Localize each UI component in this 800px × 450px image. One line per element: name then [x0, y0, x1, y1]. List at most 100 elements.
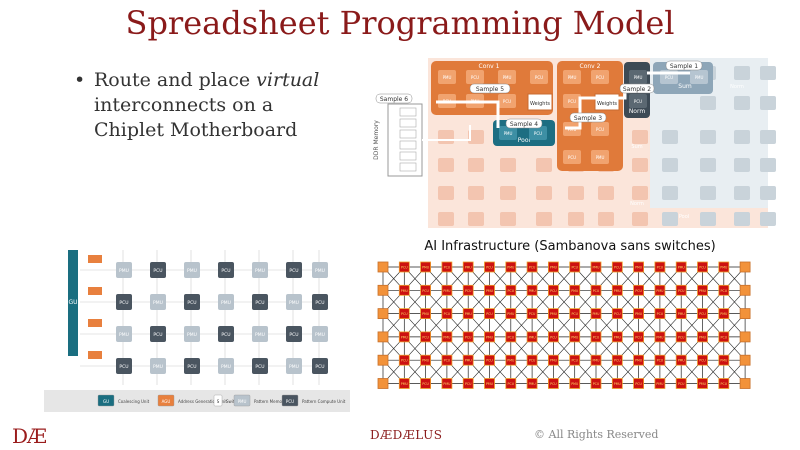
faded-norm-label: Norm — [730, 84, 744, 90]
faded-unit-cell — [760, 158, 776, 172]
unit-cell-label: PMU — [503, 75, 512, 80]
faded-unit-cell — [662, 158, 678, 172]
faded-unit-cell — [734, 212, 750, 226]
slide-title: Spreadsheet Programming Model — [125, 4, 675, 42]
faded-unit-cell — [760, 186, 776, 200]
weights-2-label: Weights — [597, 101, 617, 107]
unit-cell-label: PCU — [568, 155, 576, 160]
sample4-label: Sample 4 — [510, 121, 538, 128]
unit-cell-label: PCU — [634, 99, 642, 104]
unit-cell — [498, 70, 516, 84]
unit-cell-label: PCU — [534, 131, 542, 136]
footer-brand: DÆDÆLUS — [370, 428, 443, 442]
unit-cell-label: PMU — [634, 75, 643, 80]
bullet-dot: • — [74, 69, 86, 91]
unit-cell — [563, 150, 581, 164]
ddr-slot — [399, 151, 417, 161]
faded-unit-cell — [468, 212, 484, 226]
ddr-slot — [399, 118, 417, 128]
sample6-label: Sample 6 — [380, 96, 408, 103]
faded-pool-label: Pool — [679, 214, 689, 220]
route-sample5 — [436, 100, 500, 128]
faded-unit-cell — [468, 186, 484, 200]
unit-cell — [591, 122, 609, 136]
unit-cell — [529, 126, 547, 140]
faded-unit-cell — [438, 212, 454, 226]
sample2-label: Sample 2 — [623, 86, 651, 93]
bullet-emphasis: virtual — [256, 69, 320, 91]
bullet-line-3: Chiplet Motherboard — [94, 119, 298, 141]
faded-unit-cell — [700, 130, 716, 144]
faded-unit-cell — [662, 186, 678, 200]
faded-unit-cell — [700, 96, 716, 110]
unit-cell — [438, 70, 456, 84]
route-sample3 — [565, 90, 627, 130]
unit-cell-label: PMU — [596, 155, 605, 160]
unit-cell — [690, 70, 708, 84]
unit-cell-label: PCU — [665, 75, 673, 80]
unit-cell — [629, 94, 647, 108]
sample3-label: Sample 3 — [574, 115, 602, 122]
norm-label: Norm — [629, 108, 646, 115]
faded-unit-cell — [500, 158, 516, 172]
faded-unit-cell — [700, 158, 716, 172]
unit-cell-label: PCU — [471, 75, 479, 80]
unit-cell — [498, 94, 516, 108]
faded-unit-cell — [438, 186, 454, 200]
unit-cell — [530, 70, 548, 84]
bullet-line-1: Route and place — [94, 69, 257, 91]
unit-cell — [499, 126, 517, 140]
faded-unit-cell — [760, 66, 776, 80]
faded-unit-cell — [500, 186, 516, 200]
faded-unit-cell — [468, 130, 484, 144]
faded-unit-cell — [632, 158, 648, 172]
unit-cell-label: PMU — [504, 131, 513, 136]
unit-cell — [629, 70, 647, 84]
unit-cell — [466, 70, 484, 84]
faded-unit-cell — [468, 158, 484, 172]
sample2-pill — [619, 83, 655, 94]
unit-cell-label: PCU — [568, 99, 576, 104]
faded-unit-cell — [500, 212, 516, 226]
faded-unit-cell — [438, 130, 454, 144]
ddr-slot — [399, 129, 417, 139]
faded-unit-cell — [568, 186, 584, 200]
sample1-pill — [665, 60, 703, 71]
ddr-slot — [399, 140, 417, 150]
unit-cell-label: PCU — [596, 75, 604, 80]
ddr-slot — [399, 107, 417, 117]
faded-unit-cell — [632, 130, 648, 144]
sample6-pill — [375, 93, 413, 104]
faded-unit-cell — [662, 130, 678, 144]
faded-norm-label-2: Norm — [630, 201, 644, 207]
unit-cell-label: PCU — [503, 99, 511, 104]
faded-unit-cell — [632, 186, 648, 200]
faded-unit-cell — [734, 96, 750, 110]
faded-unit-cell — [734, 66, 750, 80]
sample3-pill — [569, 112, 607, 123]
faded-unit-cell — [598, 212, 614, 226]
conv1-label: Conv 1 — [479, 63, 500, 70]
bullet-line-2: interconnects on a — [94, 94, 274, 116]
faded-sum-label: Sum — [631, 144, 642, 150]
unit-cell-label: PMU — [443, 75, 452, 80]
unit-cell-label: PMU — [695, 75, 704, 80]
ddr-memory-label: DDR Memory — [373, 120, 380, 160]
faded-unit-cell — [568, 212, 584, 226]
unit-cell-label: PCU — [596, 127, 604, 132]
faded-unit-cell — [662, 212, 678, 226]
conv2-label: Conv 2 — [580, 63, 601, 70]
unit-cell — [591, 150, 609, 164]
sample1-label: Sample 1 — [670, 63, 698, 70]
unit-cell-label: PMU — [568, 75, 577, 80]
sample5-pill — [469, 83, 511, 94]
faded-unit-cell — [536, 212, 552, 226]
faded-unit-cell — [734, 186, 750, 200]
sample5-label: Sample 5 — [476, 86, 504, 93]
faded-unit-cell — [734, 158, 750, 172]
faded-unit-cell — [700, 212, 716, 226]
faded-unit-cell — [536, 158, 552, 172]
faded-unit-cell — [598, 186, 614, 200]
unit-cell — [591, 70, 609, 84]
